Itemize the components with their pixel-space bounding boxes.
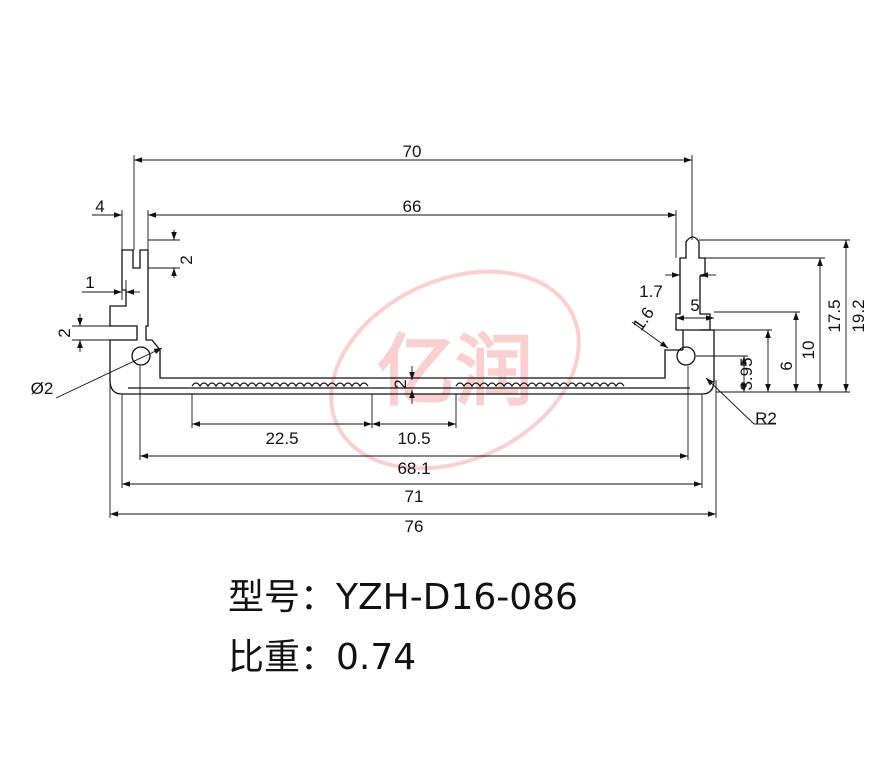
model-label: 型号：	[228, 577, 337, 618]
dim-slot-depth: 2	[177, 255, 196, 264]
model-caption: 型号：YZH-D16-086	[228, 568, 578, 620]
dim-gap: 10.5	[397, 429, 430, 448]
dim-inner-span: 68.1	[397, 459, 430, 478]
dim-slot-width: 4	[95, 197, 104, 216]
dim-h-19-2: 19.2	[849, 299, 868, 332]
dim-overall-width: 70	[403, 142, 422, 161]
dim-h-6: 6	[777, 361, 796, 370]
left-hole	[131, 346, 151, 366]
fins-right	[455, 382, 625, 388]
dim-hole-diameter: Ø2	[31, 379, 54, 398]
dim-h-10: 10	[799, 341, 818, 360]
dimension-lines	[55, 157, 849, 517]
weight-value: 0.74	[336, 637, 417, 678]
weight-caption: 比重：0.74	[228, 628, 416, 680]
dim-right-gap: 5	[690, 296, 699, 315]
weight-label: 比重：	[228, 637, 337, 678]
dim-lip: 1	[85, 273, 94, 292]
dim-h-17-5: 17.5	[825, 299, 844, 332]
watermark-logo: 亿润	[329, 269, 581, 471]
dim-radius: R2	[755, 409, 777, 428]
dim-chamfer: 1.6	[629, 304, 658, 334]
right-hole	[676, 346, 696, 366]
dimension-labels: 70 66 4 2 1 2 Ø2 22.5 10.5 68.1 71 76 2 …	[31, 142, 868, 536]
fins-left	[191, 382, 369, 388]
dim-h-3-95: 3.95	[737, 357, 756, 390]
dim-groove-depth: 2	[391, 379, 410, 388]
dim-fin-pitch: 22.5	[265, 429, 298, 448]
dim-ledge: 2	[55, 328, 74, 337]
model-value: YZH-D16-086	[336, 577, 578, 618]
extension-lines	[72, 155, 850, 518]
dim-step: 1.7	[639, 282, 663, 301]
watermark-text: 亿润	[377, 327, 533, 417]
dim-inner-width: 66	[403, 197, 422, 216]
dim-outer-span: 76	[405, 517, 424, 536]
dim-mid-span: 71	[405, 487, 424, 506]
